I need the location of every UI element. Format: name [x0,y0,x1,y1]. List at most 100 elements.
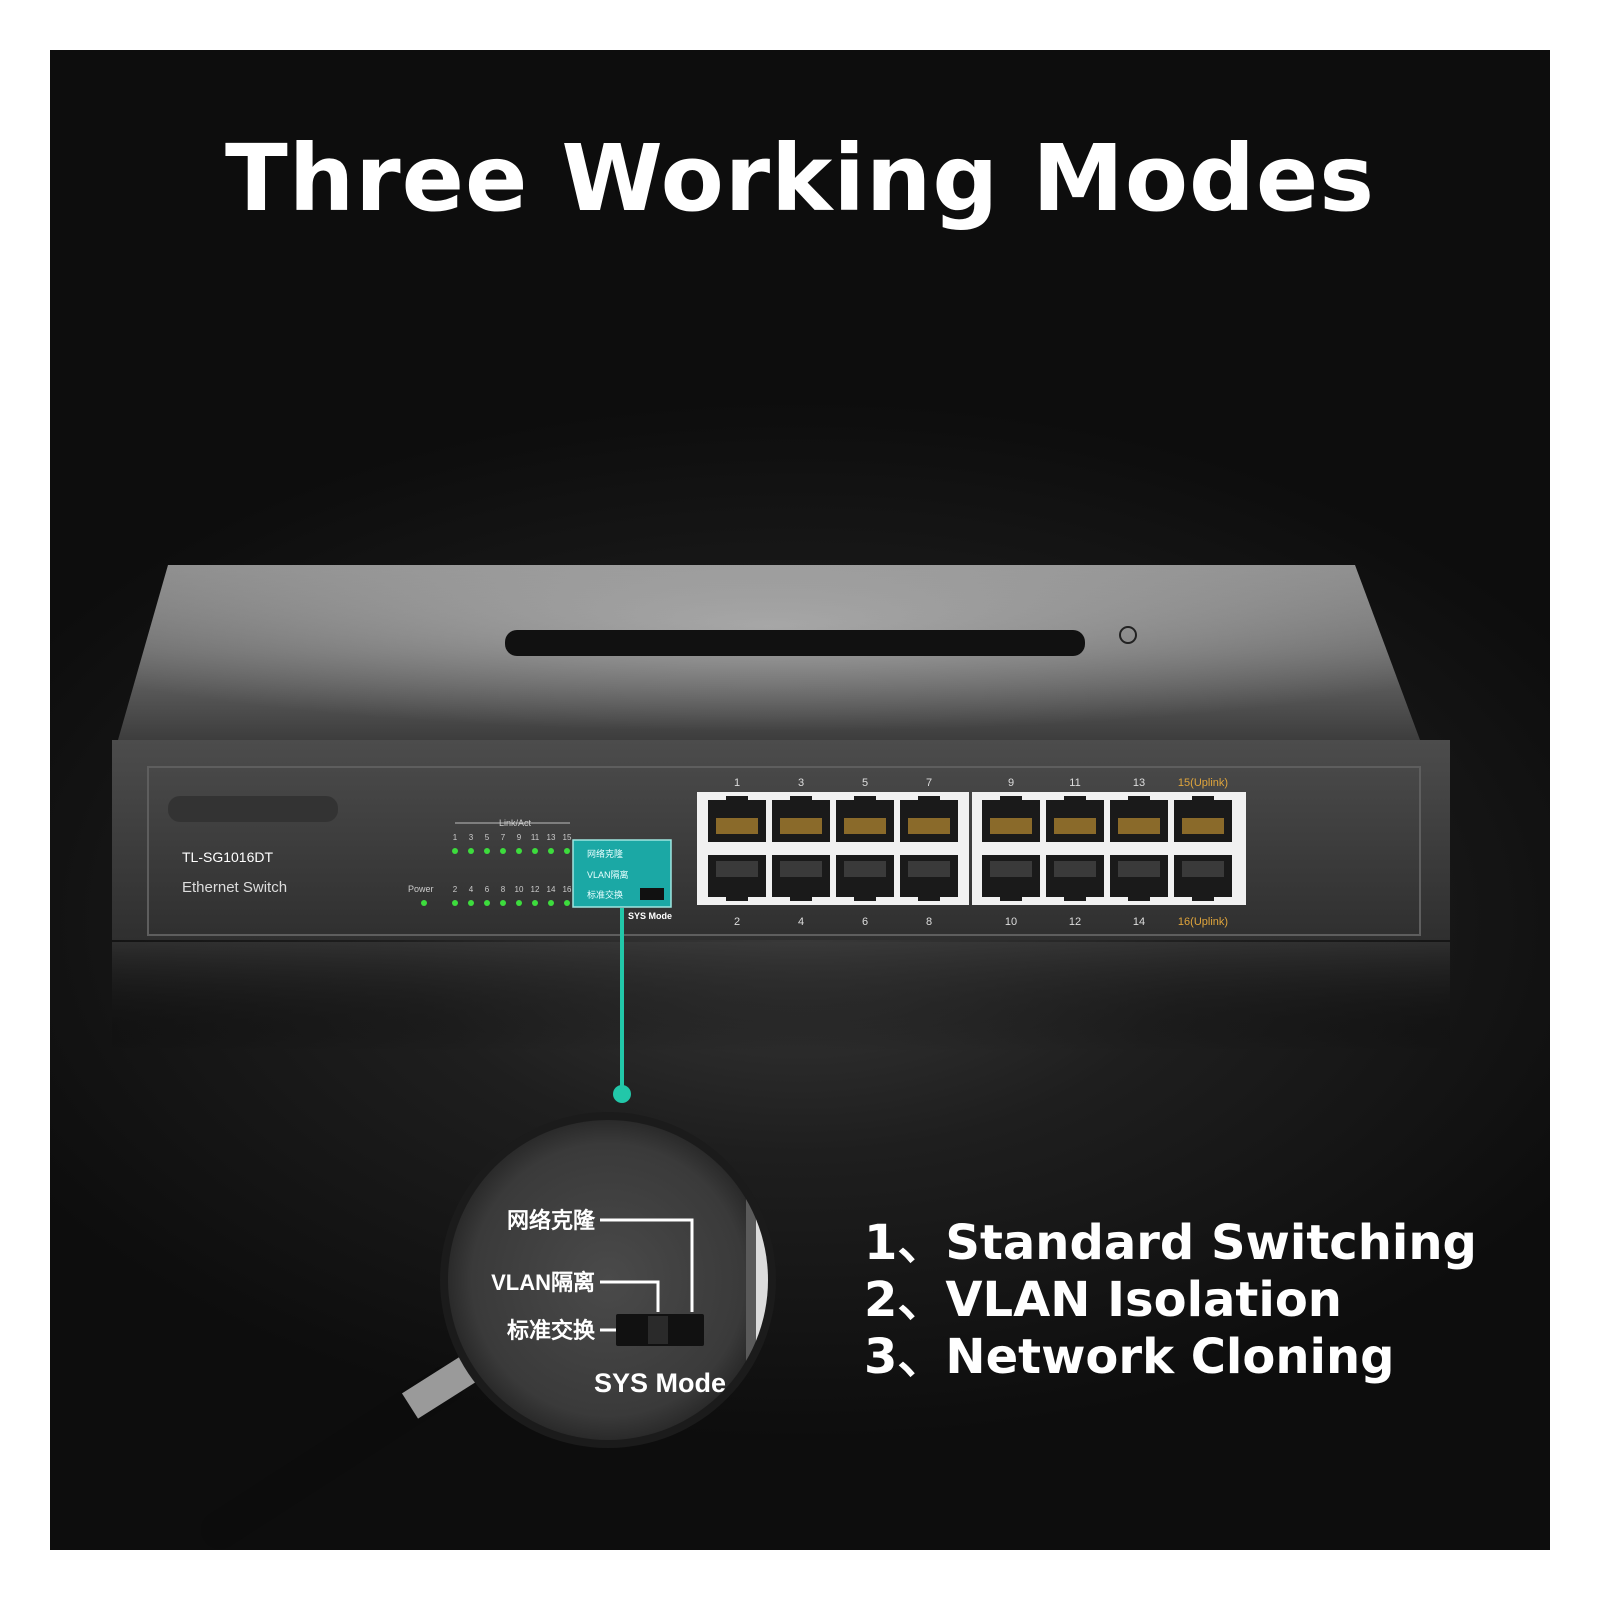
port-label-top: 7 [926,777,932,789]
rj45-port[interactable] [982,855,1040,901]
mini-sys-mode-label: SYS Mode [628,911,672,921]
port-label-bottom: 4 [798,916,804,928]
led-number-bottom: 6 [485,885,490,894]
led-number-bottom: 8 [501,885,506,894]
link-act-label: Link/Act [499,818,532,828]
led-number-bottom: 4 [469,885,474,894]
link-led [548,900,554,906]
rj45-port[interactable] [1110,796,1168,842]
sys-mode-slider-knob [648,1316,668,1344]
mode-network-cloning: 3、Network Cloning [864,1329,1395,1385]
link-led [532,848,538,854]
rj45-port[interactable] [900,855,958,901]
link-led [484,900,490,906]
led-number-top: 5 [485,833,490,842]
mode-vlan-isolation: 2、VLAN Isolation [864,1272,1342,1328]
port-label-top: 15(Uplink) [1178,777,1228,789]
link-led [516,848,522,854]
led-number-bottom: 2 [453,885,458,894]
led-number-bottom: 16 [563,885,572,894]
mode-standard-switching: 1、Standard Switching [864,1215,1477,1271]
port-label-bottom: 6 [862,916,868,928]
callout-dot [613,1085,631,1103]
port-label-top: 13 [1133,777,1145,789]
rj45-port[interactable] [1174,855,1232,901]
port-label-bottom: 8 [926,916,932,928]
port-label-bottom: 16(Uplink) [1178,916,1228,928]
led-bottom-row: 2 4 6 8 10 12 14 16 [452,885,572,906]
led-number-top: 3 [469,833,474,842]
port-label-top: 9 [1008,777,1014,789]
magnifier-lens [448,1120,768,1440]
rj45-port[interactable] [772,855,830,901]
link-led [516,900,522,906]
link-led [484,848,490,854]
ethernet-ports [697,792,1246,905]
rj45-port[interactable] [1046,796,1104,842]
link-led [452,900,458,906]
redacted-logo-bar [505,630,1085,656]
link-led [500,848,506,854]
rj45-port[interactable] [1046,855,1104,901]
modes-list: 1、Standard Switching 2、VLAN Isolation 3、… [864,1215,1477,1386]
led-number-top: 1 [453,833,458,842]
led-number-top: 7 [501,833,506,842]
zoom-option-network-cloning: 网络克隆 [507,1208,596,1233]
zoom-leader-1 [600,1218,694,1312]
link-led [468,848,474,854]
rj45-port[interactable] [1174,796,1232,842]
rj45-port[interactable] [836,855,894,901]
rj45-port[interactable] [708,855,766,901]
port-label-bottom: 12 [1069,916,1081,928]
redacted-brand [168,796,338,822]
switch-reflection [112,942,1450,1052]
zoom-leader-2 [600,1280,660,1312]
port-label-bottom: 2 [734,916,740,928]
led-number-bottom: 10 [515,885,524,894]
led-number-bottom: 14 [547,885,556,894]
port-label-top: 1 [734,777,740,789]
port-label-bottom: 10 [1005,916,1017,928]
rj45-port[interactable] [772,796,830,842]
link-led [500,900,506,906]
magnifier-collar [401,1355,479,1419]
led-number-top: 11 [531,833,540,842]
port-labels-bottom: 2 4 6 8 10 12 14 16(Uplink) [734,916,1228,928]
mini-option-2: VLAN隔离 [587,869,629,880]
led-number-bottom: 12 [531,885,540,894]
link-led [564,848,570,854]
port-label-top: 11 [1069,777,1080,789]
zoom-option-vlan-isolation: VLAN隔离 [491,1270,595,1295]
led-number-top: 9 [517,833,522,842]
port-label-top: 3 [798,777,804,789]
led-number-top: 15 [563,833,572,842]
port-label-bottom: 14 [1133,916,1145,928]
product-scene: Three Working Modes [50,50,1550,1550]
mini-sys-slider [640,888,664,900]
rj45-port[interactable] [982,796,1040,842]
mini-option-1: 网络克隆 [587,848,623,859]
link-led [532,900,538,906]
link-led [564,900,570,906]
port-label-top: 5 [862,777,868,789]
power-led [421,900,427,906]
magnifier-handle [201,1366,464,1549]
zoom-option-standard-switching: 标准交换 [507,1318,596,1343]
rj45-port[interactable] [900,796,958,842]
rj45-port[interactable] [1110,855,1168,901]
mini-option-3: 标准交换 [587,889,623,900]
link-led [468,900,474,906]
link-led [548,848,554,854]
model-label: TL-SG1016DT [182,849,273,865]
rj45-port[interactable] [708,796,766,842]
rj45-port[interactable] [836,796,894,842]
page-title: Three Working Modes [224,125,1376,232]
power-label: Power [408,884,434,894]
zoom-sys-mode-label: SYS Mode [594,1368,726,1398]
device-type-label: Ethernet Switch [182,879,287,896]
logo-mark-icon [1119,626,1137,644]
led-number-top: 13 [547,833,556,842]
